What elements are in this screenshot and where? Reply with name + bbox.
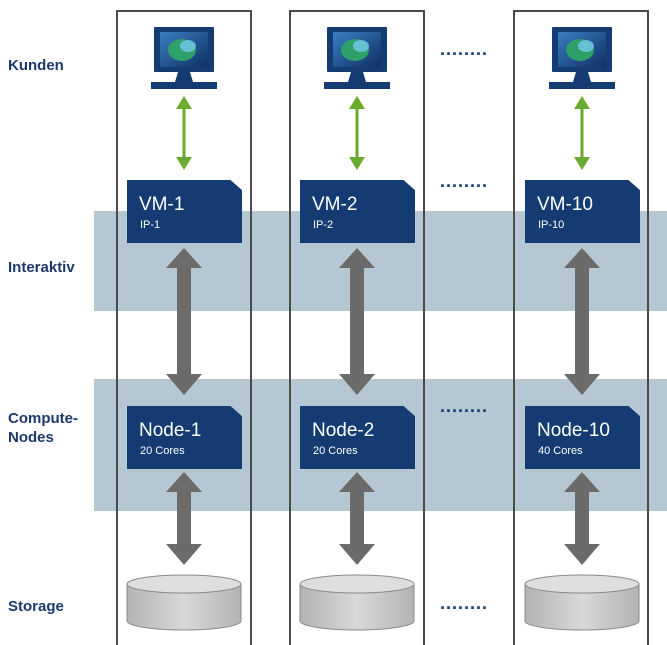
node-box-1: Node-1 20 Cores: [127, 406, 242, 469]
gray-arrow: [564, 472, 600, 565]
node-name: Node-2: [312, 420, 375, 441]
column-frame-1: [116, 10, 252, 645]
vm-ip: IP-1: [140, 219, 161, 231]
gray-arrow: [564, 248, 600, 395]
column-1-graphics: [126, 27, 242, 631]
node-box-2: Node-2 20 Cores: [300, 406, 415, 469]
node-cores: 20 Cores: [140, 445, 185, 457]
ellipsis-storage: ........: [440, 593, 489, 613]
row-label-kunden: Kunden: [8, 57, 64, 74]
row-label-compute-line1: Compute-: [8, 410, 78, 427]
green-arrow: [349, 96, 365, 170]
gray-arrow: [166, 472, 202, 565]
database-icon: [299, 574, 415, 631]
monitor-icon: [151, 27, 217, 89]
vm-ip: IP-2: [313, 219, 334, 231]
green-arrow: [176, 96, 192, 170]
node-box-3: Node-10 40 Cores: [525, 406, 640, 469]
gray-arrow: [339, 248, 375, 395]
vm-name: VM-10: [537, 194, 593, 215]
vm-box-1: VM-1 IP-1: [127, 180, 242, 243]
monitor-icon: [324, 27, 390, 89]
ellipsis-vm: ........: [440, 171, 489, 191]
column-frame-3: [513, 10, 649, 645]
node-name: Node-1: [139, 420, 202, 441]
node-cores: 20 Cores: [313, 445, 358, 457]
vm-box-2: VM-2 IP-2: [300, 180, 415, 243]
column-2-graphics: [299, 27, 415, 631]
gray-arrow: [166, 248, 202, 395]
row-label-compute-line2: Nodes: [8, 429, 54, 446]
database-icon: [524, 574, 640, 631]
column-3-graphics: [524, 27, 640, 631]
node-name: Node-10: [537, 420, 610, 441]
green-arrow: [574, 96, 590, 170]
row-label-storage: Storage: [8, 598, 64, 615]
ellipsis-node: ........: [440, 396, 489, 416]
vm-name: VM-2: [312, 194, 358, 215]
gray-arrow: [339, 472, 375, 565]
monitor-icon: [549, 27, 615, 89]
vm-ip: IP-10: [538, 219, 565, 231]
vm-box-3: VM-10 IP-10: [525, 180, 640, 243]
row-label-compute: Compute- Nodes: [8, 409, 78, 447]
ellipsis-kunden: ........: [440, 39, 489, 59]
column-frame-2: [289, 10, 425, 645]
node-cores: 40 Cores: [538, 445, 583, 457]
vm-name: VM-1: [139, 194, 185, 215]
database-icon: [126, 574, 242, 631]
row-label-interaktiv: Interaktiv: [8, 259, 75, 276]
